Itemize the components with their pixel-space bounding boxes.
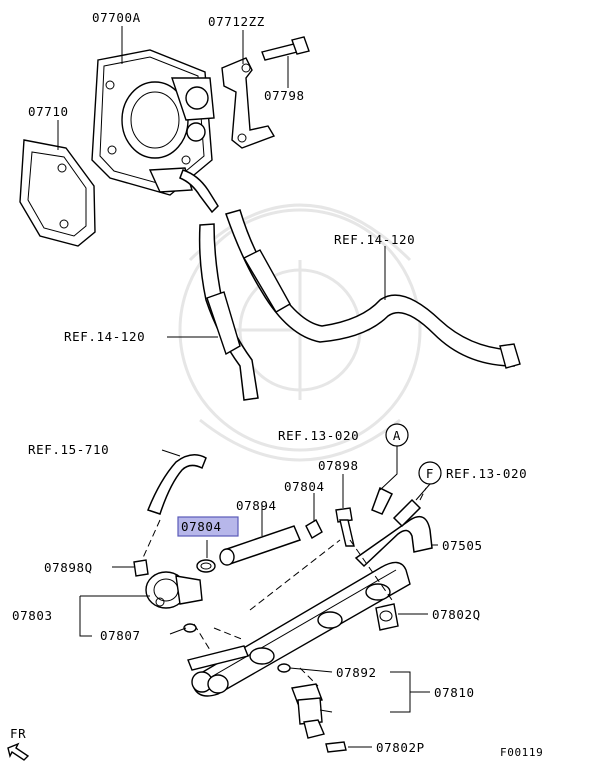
part-label-07804-upper[interactable]: 07804 — [284, 479, 325, 494]
callout-A-text: A — [393, 428, 401, 443]
gasket[interactable] — [19, 139, 96, 247]
callout-A: A — [379, 423, 409, 491]
ref-label-14-120-left[interactable]: REF.14-120 — [64, 329, 145, 344]
ref-label-14-120-right[interactable]: REF.14-120 — [334, 232, 415, 247]
figure-id: F00119 — [500, 746, 543, 759]
dash-line — [299, 667, 319, 687]
part-label-07802Q[interactable]: 07802Q — [432, 607, 481, 622]
part-label-07898Q[interactable]: 07898Q — [44, 560, 93, 575]
dash-line — [213, 627, 245, 641]
front-direction-indicator: FR — [7, 726, 30, 761]
dash-line — [349, 539, 393, 601]
callout-F: F — [415, 461, 442, 501]
part-label-07804-highlighted[interactable]: 07804 — [181, 519, 222, 534]
fr-label: FR — [10, 726, 26, 741]
fuel-hose-07894[interactable] — [219, 525, 302, 566]
part-label-07505[interactable]: 07505 — [442, 538, 483, 553]
dash-line — [193, 623, 211, 651]
fuel-pressure-regulator[interactable] — [145, 571, 203, 609]
watermark-logo — [178, 203, 422, 462]
part-label-07803[interactable]: 07803 — [12, 608, 53, 623]
throttle-body[interactable] — [91, 49, 219, 214]
bolt-07898[interactable] — [335, 507, 355, 547]
part-label-07894[interactable]: 07894 — [236, 498, 277, 513]
fuel-pipe-07505[interactable] — [354, 486, 433, 568]
part-label-07802P[interactable]: 07802P — [376, 740, 425, 755]
highlight-box — [177, 516, 239, 537]
dash-line — [141, 519, 161, 561]
part-label-07712ZZ[interactable]: 07712ZZ — [208, 14, 265, 29]
bracket[interactable] — [221, 57, 276, 149]
dash-line — [249, 539, 341, 611]
fuel-rail[interactable] — [187, 561, 411, 697]
bolt[interactable] — [261, 36, 310, 61]
part-label-07710[interactable]: 07710 — [28, 104, 69, 119]
hose-ref15-710[interactable] — [147, 454, 207, 515]
part-label-07798[interactable]: 07798 — [264, 88, 305, 103]
part-label-07700A[interactable]: 07700A — [92, 10, 141, 25]
fuel-injector[interactable] — [277, 663, 325, 739]
ref-label-13-020-f[interactable]: REF.13-020 — [446, 466, 527, 481]
regulator-bolt[interactable] — [133, 559, 149, 577]
hose-clamp[interactable] — [196, 559, 216, 573]
insulator-07802Q[interactable] — [375, 603, 399, 631]
part-label-07892[interactable]: 07892 — [336, 665, 377, 680]
ref-label-13-020-a[interactable]: REF.13-020 — [278, 428, 359, 443]
leader-lines — [57, 26, 438, 748]
callout-F-text: F — [426, 466, 434, 481]
vacuum-hose-left[interactable] — [198, 223, 259, 401]
o-ring-07802P[interactable] — [325, 741, 347, 753]
clip-07804[interactable] — [305, 519, 323, 539]
part-label-07807[interactable]: 07807 — [100, 628, 141, 643]
arrow-icon — [7, 742, 30, 761]
part-label-07810[interactable]: 07810 — [434, 685, 475, 700]
ref-label-15-710[interactable]: REF.15-710 — [28, 442, 109, 457]
part-label-07898[interactable]: 07898 — [318, 458, 359, 473]
vacuum-hose-right[interactable] — [225, 209, 521, 369]
